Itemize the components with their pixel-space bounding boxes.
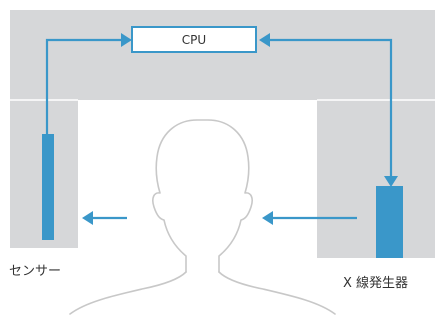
arrow-into-cpu-right-icon (259, 33, 270, 47)
arrow-down-to-generator-icon (384, 176, 398, 187)
beam-arrow-right-icon (262, 211, 273, 225)
sensor-to-cpu-line (45, 38, 128, 134)
head-outline (152, 119, 253, 273)
xray-generator-box (376, 186, 403, 258)
beam-arrow-left-icon (82, 211, 93, 225)
patient-silhouette (69, 119, 336, 315)
arrowheads (121, 33, 398, 187)
arrow-into-cpu-left-icon (121, 33, 132, 47)
xray-beam-arrows (82, 211, 357, 225)
connection-lines (45, 38, 393, 180)
cpu-to-generator-line (264, 38, 393, 180)
xray-generator-label: X 線発生器 (343, 275, 408, 291)
sensor-bar (42, 134, 54, 240)
cpu-box (131, 26, 257, 53)
cpu-label: CPU (182, 33, 206, 47)
shoulders-outline (69, 271, 336, 315)
sensor-label: センサー (9, 264, 61, 279)
